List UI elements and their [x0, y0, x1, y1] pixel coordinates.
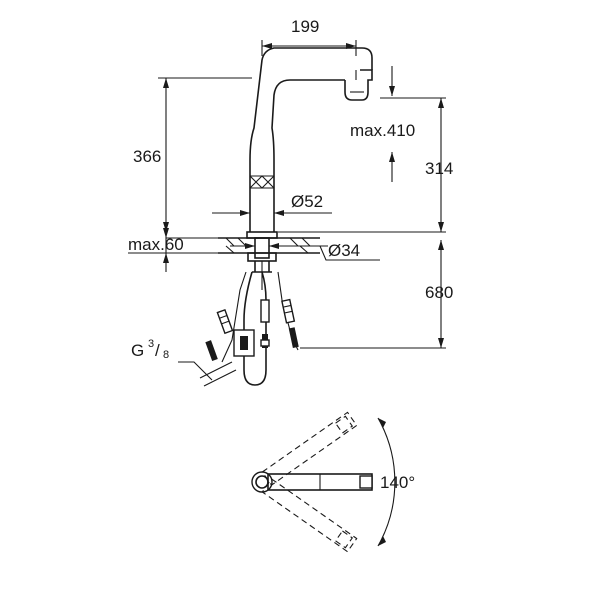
hole-diameter-label: Ø34 — [328, 241, 360, 260]
spout-height-label: 314 — [425, 159, 453, 178]
total-height-label: 366 — [133, 147, 161, 166]
thread-numerator: 3 — [148, 338, 154, 350]
max-deck-thickness-label: max.60 — [128, 235, 184, 254]
hose-length-label: 680 — [425, 283, 453, 302]
faucet-side-view — [205, 47, 373, 386]
max-spout-height-label: max.410 — [350, 121, 415, 140]
thread-denominator: 8 — [163, 349, 169, 361]
spout-reach-label: 199 — [291, 17, 319, 36]
body-diameter-label: Ø52 — [291, 192, 323, 211]
dimension-lines — [128, 40, 446, 387]
faucet-top-view — [251, 411, 396, 553]
thread-main-text: G — [131, 341, 144, 360]
thread-slash: / — [155, 341, 160, 360]
swivel-angle-label: 140° — [380, 473, 415, 492]
connection-thread-label: G 3 / 8 — [131, 338, 169, 361]
